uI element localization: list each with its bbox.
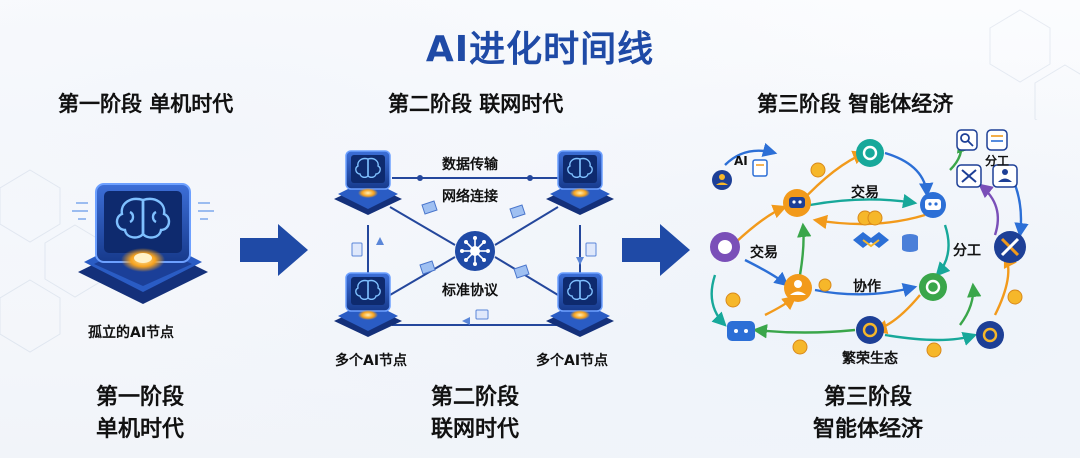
trade-top-label: 交易 xyxy=(851,185,879,201)
hub-icon xyxy=(455,231,495,271)
division-right-label: 分工 xyxy=(953,243,981,259)
stage-2-footer-line2: 联网时代 xyxy=(430,417,519,442)
stage-3-header: 第三阶段 智能体经济 xyxy=(757,92,954,116)
ai-node-bottom-left xyxy=(333,272,403,338)
arrow-right-icon xyxy=(240,224,308,276)
gear-icon xyxy=(976,321,1004,349)
robot-icon xyxy=(920,192,946,218)
agent-economy-network xyxy=(710,129,1029,358)
gear-icon xyxy=(856,139,884,167)
isolated-node-label: 孤立的AI节点 xyxy=(88,325,175,341)
handshake-icon xyxy=(853,232,889,248)
stage-1-footer: 第一阶段 单机时代 xyxy=(20,382,260,446)
stage-1-header: 第一阶段 单机时代 xyxy=(58,92,234,116)
ai-node-top-right xyxy=(545,150,615,216)
coin-icon xyxy=(725,162,1023,358)
stage-2-footer: 第二阶段 联网时代 xyxy=(355,382,595,446)
page-title: AI进化时间线 xyxy=(425,29,655,70)
document-icon xyxy=(752,159,768,177)
ai-node-bottom-right xyxy=(545,272,615,338)
ai-node-top-left xyxy=(333,150,403,216)
collaboration-label: 协作 xyxy=(853,279,881,295)
document-icon xyxy=(351,242,597,320)
stage-1-footer-line1: 第一阶段 xyxy=(95,385,184,410)
stage-1-footer-line2: 单机时代 xyxy=(95,417,184,442)
brain-chip-icon xyxy=(115,197,171,239)
trade-left-label: 交易 xyxy=(750,245,778,261)
user-icon xyxy=(784,274,812,302)
gear-icon xyxy=(919,273,947,301)
arrow-right-icon xyxy=(622,224,690,276)
user-icon xyxy=(712,170,732,190)
stage-2-header: 第二阶段 联网时代 xyxy=(388,92,564,116)
stage-3-footer-line1: 第三阶段 xyxy=(823,385,912,410)
standard-protocol-label: 标准协议 xyxy=(442,283,498,299)
stage-3-footer: 第三阶段 智能体经济 xyxy=(748,382,988,446)
tools-icon xyxy=(956,164,982,188)
network-link-label: 网络连接 xyxy=(442,189,498,205)
division-top-label: 分工 xyxy=(985,154,1010,168)
stage-3-footer-line2: 智能体经济 xyxy=(812,417,923,442)
ai-label: AI xyxy=(734,154,748,168)
multi-nodes-left-label: 多个AI节点 xyxy=(335,353,408,369)
gear-icon xyxy=(856,316,884,344)
user-icon xyxy=(992,164,1018,188)
database-icon xyxy=(902,234,918,252)
isolated-ai-chip xyxy=(72,183,214,304)
ecosystem-label: 繁荣生态 xyxy=(842,351,898,367)
stage-2-footer-line1: 第二阶段 xyxy=(430,385,519,410)
hexagon-pattern-right xyxy=(989,9,1080,120)
search-icon xyxy=(956,129,978,151)
envelope-icon xyxy=(419,200,530,279)
data-transfer-label: 数据传输 xyxy=(442,157,498,173)
brain-chip-icon xyxy=(710,232,740,262)
robot-icon xyxy=(727,321,755,341)
multi-nodes-right-label: 多个AI节点 xyxy=(536,353,609,369)
document-icon xyxy=(986,129,1008,151)
robot-icon xyxy=(783,189,811,217)
network-diagram xyxy=(333,150,615,338)
tools-icon xyxy=(994,231,1026,263)
